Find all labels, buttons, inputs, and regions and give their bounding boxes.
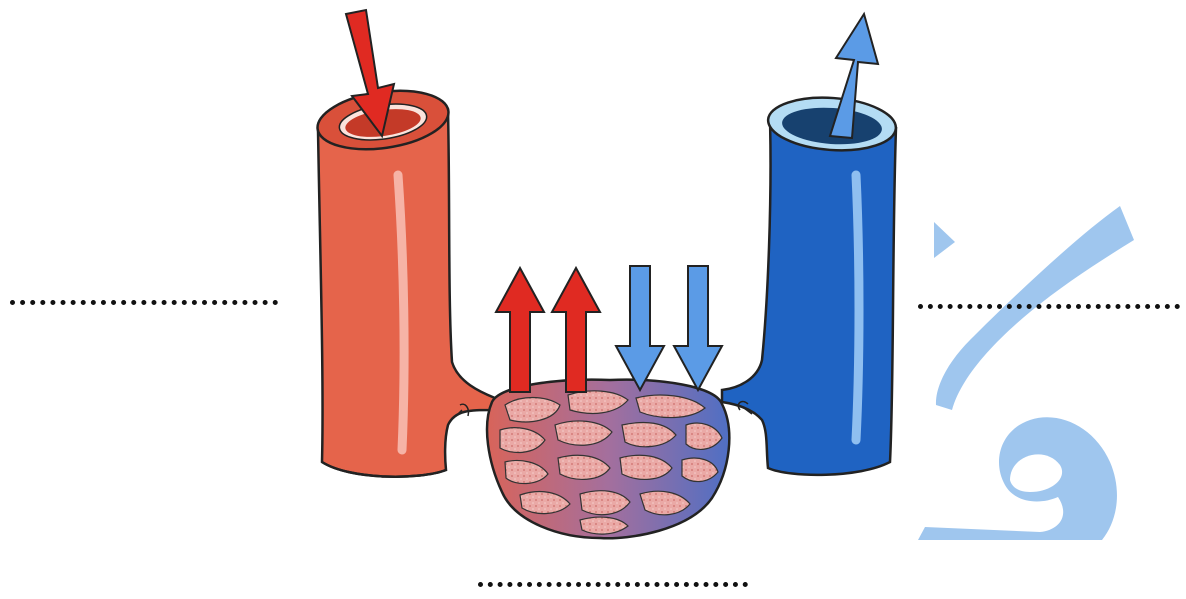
bottom-answer-blank[interactable] — [478, 582, 748, 587]
arrow-up-icon — [552, 268, 600, 392]
vein — [722, 94, 898, 475]
arrow-down-icon — [616, 266, 664, 390]
artery — [314, 83, 495, 477]
watermark-logo — [918, 206, 1134, 540]
arrow-down-icon — [674, 266, 722, 390]
right-answer-blank[interactable] — [918, 304, 1180, 309]
left-answer-blank[interactable] — [10, 300, 278, 305]
arrow-up-icon — [496, 268, 544, 392]
capillary-bed — [487, 380, 729, 539]
